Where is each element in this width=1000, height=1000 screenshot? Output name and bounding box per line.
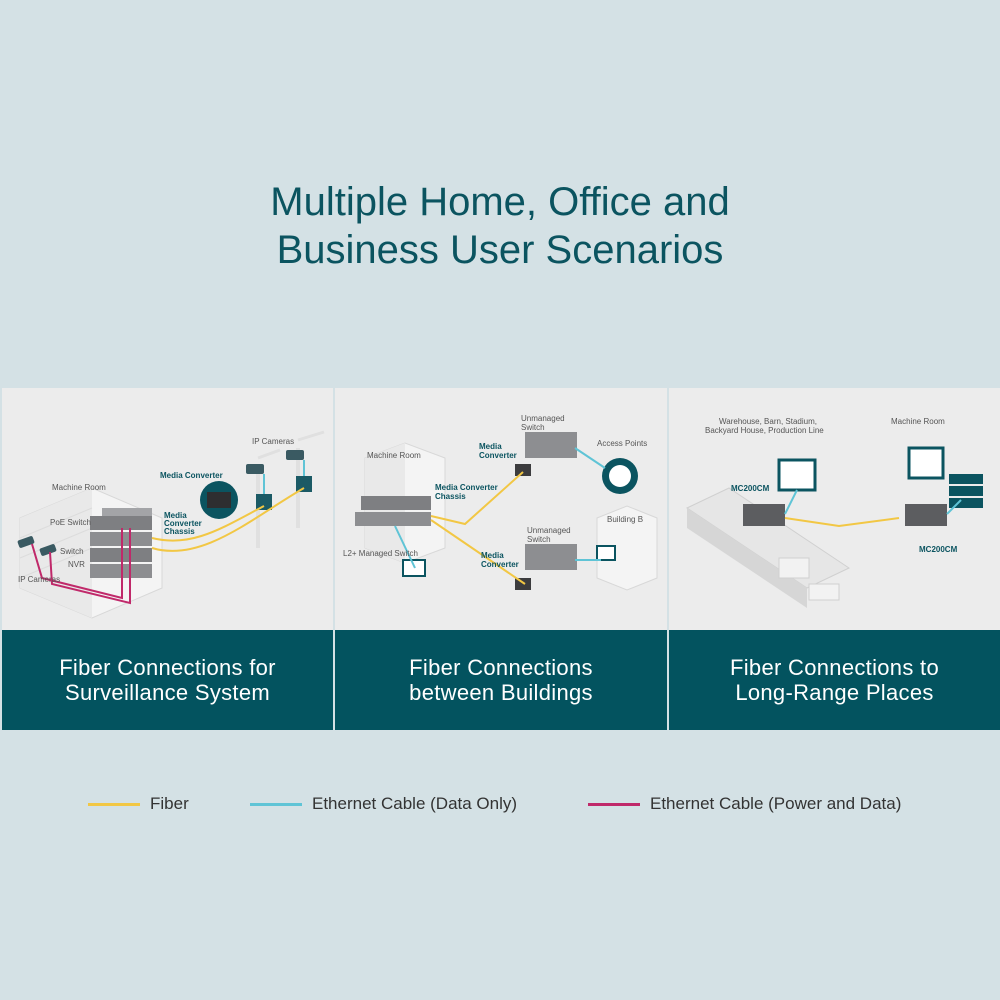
managed-switch-chassis (361, 496, 431, 510)
caption-long-range-line-2: Long-Range Places (735, 680, 934, 705)
buildings-illustration: Unmanaged Switch Media Converter Access … (343, 414, 658, 591)
poe-cable-1 (31, 528, 123, 600)
long-range-illustration: Warehouse, Barn, Stadium, Backyard House… (685, 417, 983, 608)
caption-long-range: Fiber Connections to Long-Range Places (669, 630, 1000, 730)
surveillance-illustration: IP Cameras Media Converter Machine Room … (17, 430, 325, 619)
server-stack (949, 474, 983, 484)
unmanaged-switch-top (525, 432, 577, 458)
label-mc200cm-left: MC200CM (731, 484, 770, 493)
unmanaged-switch-bottom (525, 544, 577, 570)
label-mc-bottom-2: Converter (481, 560, 519, 569)
caption-surveillance-line-1: Fiber Connections for (59, 655, 276, 680)
mc200cm-right (905, 504, 947, 526)
label-machine-room: Machine Room (891, 417, 945, 426)
label-mc-chassis-2: Converter (164, 519, 202, 528)
label-nvr: NVR (68, 560, 85, 569)
fiber-cable-bottom (430, 519, 526, 585)
label-unmanaged-top-2: Switch (521, 423, 545, 432)
building-b (596, 505, 658, 591)
poe-cable-2 (49, 528, 131, 605)
label-unmanaged-top-1: Unmanaged (521, 414, 565, 423)
title-line-1: Multiple Home, Office and (270, 180, 730, 224)
label-mc-top-1: Media (479, 442, 502, 451)
label-mc-top-2: Converter (479, 451, 517, 460)
ip-camera-pole-2 (286, 450, 304, 460)
label-poe-switch: PoE Switch (50, 518, 91, 527)
panel-buildings: Unmanaged Switch Media Converter Access … (335, 388, 667, 730)
monitor-left (777, 458, 817, 492)
panel-long-range: Warehouse, Barn, Stadium, Backyard House… (669, 388, 1000, 730)
caption-buildings: Fiber Connections between Buildings (335, 630, 667, 730)
label-warehouse-2: Backyard House, Production Line (705, 426, 824, 435)
caption-surveillance-line-2: Surveillance System (65, 680, 270, 705)
ethernet-data-swatch (250, 802, 302, 806)
monitor-building-b (596, 545, 616, 561)
legend-ethernet-data-label: Ethernet Cable (Data Only) (312, 794, 518, 813)
label-media-converter: Media Converter (160, 471, 223, 480)
caption-buildings-line-1: Fiber Connections (409, 655, 593, 680)
label-mc-chassis-2: Chassis (435, 492, 466, 501)
legend-fiber: Fiber (88, 792, 189, 816)
label-building-b: Building B (607, 515, 643, 524)
label-unmanaged-bottom-2: Switch (527, 535, 551, 544)
legend-fiber-label: Fiber (150, 794, 189, 813)
legend-ethernet-power-label: Ethernet Cable (Power and Data) (650, 794, 902, 813)
ethernet-power-swatch (588, 802, 640, 806)
label-unmanaged-bottom-1: Unmanaged (527, 526, 571, 535)
ip-camera-pole-1 (246, 464, 264, 474)
caption-buildings-line-2: between Buildings (409, 680, 593, 705)
fiber-cable-2 (151, 487, 305, 552)
ip-camera-left (17, 536, 57, 556)
caption-surveillance: Fiber Connections for Surveillance Syste… (2, 630, 333, 730)
label-switch: Switch (60, 547, 84, 556)
label-machine-room: Machine Room (52, 483, 106, 492)
panel-surveillance: IP Cameras Media Converter Machine Room … (2, 388, 333, 730)
fiber-swatch (88, 802, 140, 806)
media-converter-top (515, 464, 531, 476)
label-mc-chassis-1: Media (164, 511, 187, 520)
legend-ethernet-data: Ethernet Cable (Data Only) (250, 792, 517, 816)
label-ip-cameras-bottom: IP Cameras (18, 575, 60, 584)
label-warehouse-1: Warehouse, Barn, Stadium, (719, 417, 817, 426)
legend-ethernet-power: Ethernet Cable (Power and Data) (588, 792, 901, 816)
pole-converter-1 (256, 494, 272, 510)
fiber-cable-top (430, 471, 524, 526)
fiber-cable (784, 517, 900, 528)
fiber-cable-1 (151, 505, 265, 542)
production-line (685, 487, 851, 608)
monitor-right (907, 446, 945, 480)
label-mc-chassis-1: Media Converter (435, 483, 498, 492)
page-title: Multiple Home, Office and Business User … (0, 178, 1000, 274)
label-mc-bottom-1: Media (481, 551, 504, 560)
label-access-points: Access Points (597, 439, 647, 448)
label-machine-room: Machine Room (367, 451, 421, 460)
pole-converter-2 (296, 476, 312, 492)
label-mc-chassis-3: Chassis (164, 527, 195, 536)
caption-long-range-line-1: Fiber Connections to (730, 655, 939, 680)
mc200cm-left (743, 504, 785, 526)
label-mc200cm-right: MC200CM (919, 545, 958, 554)
label-l2-managed-switch: L2+ Managed Switch (343, 549, 418, 558)
label-ip-cameras-top: IP Cameras (252, 437, 294, 446)
title-line-2: Business User Scenarios (276, 228, 724, 272)
